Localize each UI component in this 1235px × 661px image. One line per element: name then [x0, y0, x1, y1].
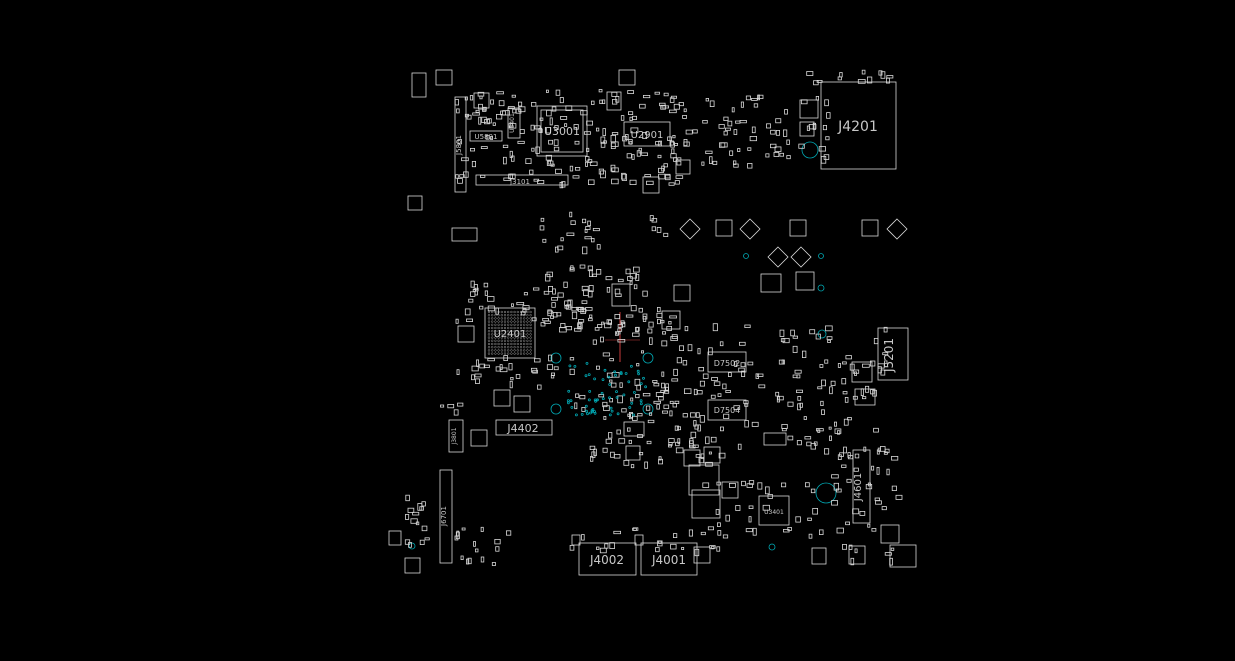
diamond-pads	[679, 218, 908, 268]
component-j4402[interactable]: J4402	[495, 419, 553, 436]
label-j4001: J4001	[651, 553, 686, 567]
small-vias	[566, 361, 647, 417]
label-j5801: J5801	[455, 135, 463, 156]
label-u3001: U3001	[544, 125, 580, 138]
component-j5801[interactable]: J5801	[454, 96, 467, 193]
component-u2401[interactable]: U2401	[484, 307, 536, 359]
component-j3801[interactable]: J3801	[448, 419, 464, 453]
label-u2401: U2401	[494, 329, 527, 340]
label-j3801: J3801	[451, 427, 458, 445]
component-d7502[interactable]: D7502	[707, 351, 747, 373]
bga-ball-grid	[487, 310, 532, 355]
label-j6701: J6701	[440, 506, 448, 527]
label-j4601: J4601	[853, 473, 864, 502]
label-j4402: J4402	[506, 422, 538, 435]
component-d7504[interactable]: D7504	[707, 399, 747, 421]
misc-outlines	[388, 69, 917, 574]
component-j4002[interactable]: J4002	[571, 534, 644, 576]
label-j4201: J4201	[837, 119, 878, 135]
label-u3401: U3401	[764, 509, 784, 516]
red-mark	[605, 312, 640, 362]
component-u3401[interactable]: U3401	[758, 495, 790, 526]
label-d7504: D7504	[714, 406, 741, 415]
label-j4002: J4002	[589, 553, 624, 567]
label-j5201: J5201	[882, 338, 896, 373]
component-j6701[interactable]: J6701	[439, 469, 453, 564]
large-vias	[408, 253, 827, 551]
smd-parts	[404, 69, 903, 566]
label-u5401: U5401	[509, 113, 516, 133]
component-j5201[interactable]: J5201	[877, 327, 909, 381]
component-j4001[interactable]: J4001	[640, 542, 711, 576]
label-j3101: J3101	[509, 178, 530, 186]
label-d7502: D7502	[714, 359, 741, 368]
component-j3101[interactable]: J3101	[475, 174, 569, 186]
component-j4601[interactable]: J4601	[815, 449, 871, 524]
component-u3001[interactable]: U3001	[536, 105, 588, 157]
